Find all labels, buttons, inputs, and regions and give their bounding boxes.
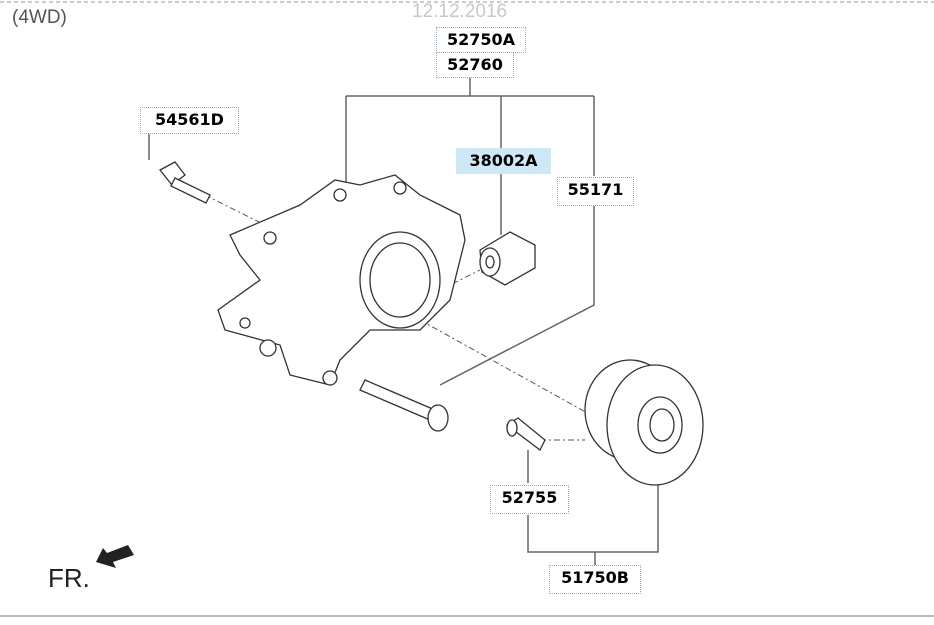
part-label-51750B[interactable]: 51750B [549, 565, 641, 594]
forward-arrow-icon [96, 545, 134, 568]
part-label-52750A[interactable]: 52750A [436, 27, 526, 53]
hub-bolt-icon [505, 417, 546, 451]
bushing-icon [479, 231, 536, 286]
date-watermark: 12.12.2016 [412, 1, 508, 22]
variant-label: (4WD) [12, 7, 67, 28]
pin-icon [359, 379, 449, 432]
assembly-axis-lines [204, 194, 601, 441]
part-label-54561D[interactable]: 54561D [140, 107, 239, 134]
part-label-52755[interactable]: 52755 [490, 485, 569, 514]
part-label-38002A[interactable]: 38002A [456, 148, 551, 174]
bolt-icon [159, 161, 211, 204]
part-label-52760[interactable]: 52760 [436, 52, 514, 78]
hub-icon [584, 359, 704, 486]
part-label-55171[interactable]: 55171 [557, 177, 634, 206]
knuckle-icon [217, 174, 466, 386]
front-direction-label: FR. [48, 563, 90, 593]
